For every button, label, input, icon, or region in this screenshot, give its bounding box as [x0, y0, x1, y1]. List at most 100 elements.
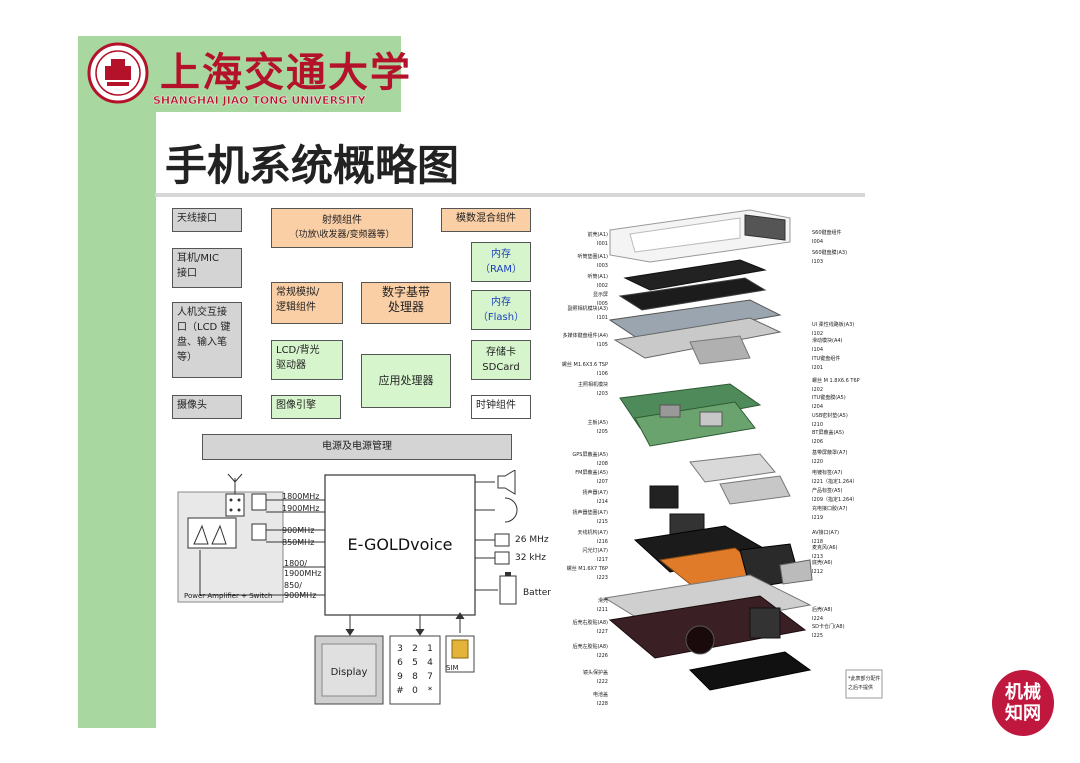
exploded-part-label: AV接口(A7)	[812, 530, 840, 536]
block-image-engine: 图像引擎	[271, 395, 341, 419]
block-flash-sub: （Flash）	[477, 312, 525, 323]
exploded-part-label: I226	[596, 653, 608, 659]
crystal-32khz	[494, 551, 510, 565]
exploded-part-label: I214	[596, 499, 608, 505]
antenna-switch	[225, 493, 245, 517]
exploded-part-label: 后壳右胶贴(A8)	[572, 620, 608, 626]
block-rf-sub: （功放\收发器/变频器等）	[289, 230, 395, 240]
exploded-part-label: 副照相机模块(A3)	[567, 306, 608, 312]
filter-2	[251, 523, 267, 541]
exploded-part-label: I207	[596, 479, 608, 485]
exploded-part-label: I203	[596, 391, 608, 397]
block-ram-sub: （RAM）	[479, 264, 522, 275]
exploded-part-label: I206	[812, 439, 824, 445]
exploded-part-label: 扬声器(A7)	[582, 490, 608, 496]
band-tx-850: 850/	[284, 581, 302, 590]
exploded-part-label: 滑壳	[597, 598, 608, 604]
exploded-part-label: ITU键盘膜(A5)	[812, 395, 846, 401]
keypad-icon	[389, 635, 441, 705]
exploded-part-label: FM屏蔽盖(A5)	[575, 470, 608, 476]
band-1900: 1900MHz	[282, 504, 319, 513]
battery-icon	[499, 575, 517, 605]
exploded-part-label: I202	[812, 387, 824, 393]
exploded-part-label: I220	[812, 459, 824, 465]
exploded-part-label: SD卡仓门(A8)	[812, 624, 845, 630]
block-earphone: 耳机/MIC 接口	[172, 248, 242, 288]
exploded-part-label: I215	[596, 519, 608, 525]
exploded-part-label: I105	[596, 342, 608, 348]
exploded-part-label: 主板(A5)	[587, 420, 608, 426]
block-power: 电源及电源管理	[202, 434, 512, 460]
xtal-32khz-label: 32 kHz	[515, 553, 546, 563]
exploded-part-label: I208	[596, 461, 608, 467]
exploded-part-label: 螺丝 M1.6X7 T6P	[566, 566, 608, 572]
exploded-part-label: 基带屏蔽罩(A7)	[812, 450, 848, 456]
exploded-part-label: I211	[596, 607, 608, 613]
exploded-part-label: I219	[812, 515, 824, 521]
exploded-part-label: 显示屏	[592, 292, 608, 298]
exploded-part-label: 扬声器垫圈(A7)	[572, 510, 608, 516]
key: 4	[427, 658, 433, 668]
block-sd-title: 存储卡	[486, 347, 516, 358]
block-antenna: 天线接口	[172, 208, 242, 232]
exploded-part-label: I002	[596, 283, 608, 289]
exploded-part-label: 电镀标签(A7)	[812, 470, 843, 476]
key: 1	[427, 644, 433, 654]
exploded-part-label: I003	[596, 263, 608, 269]
block-clock: 时钟组件	[471, 395, 531, 419]
exploded-legend-box	[845, 669, 883, 699]
exploded-part-label: I222	[596, 679, 608, 685]
exploded-part-label: I004	[812, 239, 824, 245]
band-1800: 1800MHz	[282, 492, 319, 501]
exploded-part-label: 闪光灯(A7)	[582, 548, 608, 554]
exploded-part-label: I205	[596, 429, 608, 435]
pa-label: Power Amplifier + Switch	[184, 592, 272, 600]
exploded-part-label: 镜头保护盖	[582, 670, 608, 676]
filter-1	[251, 493, 267, 511]
exploded-part-label: 麦克风(A6)	[812, 545, 838, 551]
exploded-part-label: BT屏蔽盖(A5)	[812, 430, 844, 436]
exploded-part-label: 天线机构(A7)	[577, 530, 608, 536]
block-rf-title: 射频组件	[322, 215, 362, 226]
block-ram-title: 内存	[491, 249, 511, 260]
university-name-en: SHANGHAI JIAO TONG UNIVERSITY	[153, 94, 366, 107]
exploded-part-label: 底壳(A6)	[812, 560, 833, 566]
block-mixed: 模数混合组件	[441, 208, 531, 232]
exploded-part-label: 之后不提供	[848, 685, 874, 691]
exploded-part-label: I201	[812, 365, 824, 371]
exploded-part-label: 前壳(A1)	[587, 232, 608, 238]
key: 5	[412, 658, 418, 668]
key: #	[396, 686, 404, 696]
exploded-part-label: 后壳左胶贴(A8)	[572, 644, 608, 650]
exploded-part-label: GPS屏蔽盖(A5)	[572, 452, 608, 458]
exploded-part-label: I213	[812, 554, 824, 560]
block-baseband: 数字基带 处理器	[361, 282, 451, 324]
exploded-part-label: I103	[812, 259, 824, 265]
battery-label: Batter	[523, 588, 551, 598]
block-app: 应用处理器	[361, 354, 451, 408]
exploded-part-label: 产品标签(A5)	[812, 488, 843, 494]
chip-label: E-GOLDvoice	[347, 535, 452, 554]
exploded-part-label: I221（指定1.264）	[812, 479, 858, 485]
exploded-part-label: I217	[596, 557, 608, 563]
exploded-part-label: I218	[812, 539, 824, 545]
exploded-part-label: I005	[596, 301, 608, 307]
university-seal-icon	[87, 42, 149, 104]
title-underline	[155, 193, 865, 197]
key: 8	[412, 672, 418, 682]
exploded-part-label: UI 柔性线路板(A3)	[812, 322, 855, 328]
exploded-part-label: I106	[596, 371, 608, 377]
key: 6	[397, 658, 403, 668]
key: 7	[427, 672, 433, 682]
exploded-part-label: 充电接口胶(A7)	[812, 506, 848, 512]
key: 2	[412, 644, 418, 654]
block-flash: 内存 （Flash）	[471, 290, 531, 330]
exploded-part-label: I001	[596, 241, 608, 247]
exploded-part-label: I209（指定1.264）	[812, 497, 858, 503]
block-rf: 射频组件 （功放\收发器/变频器等）	[271, 208, 413, 248]
exploded-part-label: 电池盖	[592, 692, 608, 698]
block-hmi: 人机交互接 口（LCD 键 盘、输入笔 等）	[172, 302, 242, 378]
exploded-part-label: I216	[596, 539, 608, 545]
exploded-part-label: I224	[812, 616, 824, 622]
